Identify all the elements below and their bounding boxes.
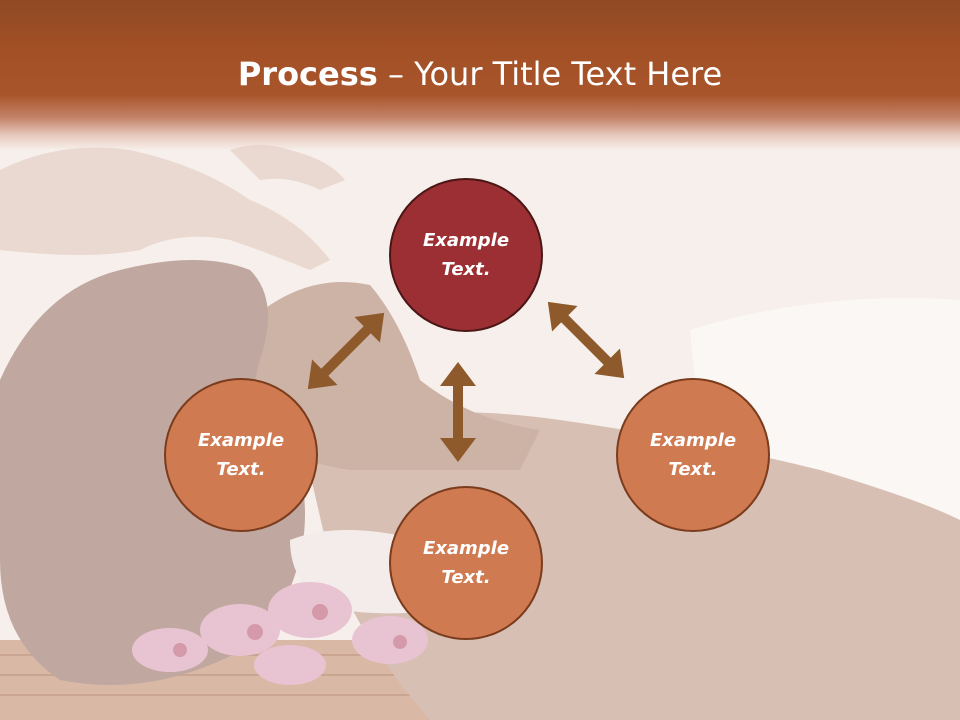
node-bottom-line2: Text. — [441, 567, 491, 588]
node-right-line1: Example — [649, 430, 737, 451]
arrow-vertical — [440, 362, 476, 462]
node-left-line2: Text. — [216, 459, 266, 480]
arrow-top-left — [307, 312, 385, 390]
node-bottom-line1: Example — [422, 538, 510, 559]
process-node-top[interactable]: Example Text. — [389, 178, 543, 332]
process-node-left[interactable]: Example Text. — [164, 378, 318, 532]
title-rest: – Your Title Text Here — [377, 55, 723, 93]
process-node-right[interactable]: Example Text. — [616, 378, 770, 532]
title-band — [0, 0, 960, 150]
title-bold: Process — [237, 55, 378, 93]
process-node-bottom[interactable]: Example Text. — [389, 486, 543, 640]
node-top-line1: Example — [422, 230, 510, 251]
slide-title[interactable]: Process – Your Title Text Here — [0, 52, 960, 96]
node-right-line2: Text. — [668, 459, 718, 480]
node-left-line1: Example — [197, 430, 285, 451]
arrow-top-right — [547, 301, 625, 379]
node-top-line2: Text. — [441, 259, 491, 280]
